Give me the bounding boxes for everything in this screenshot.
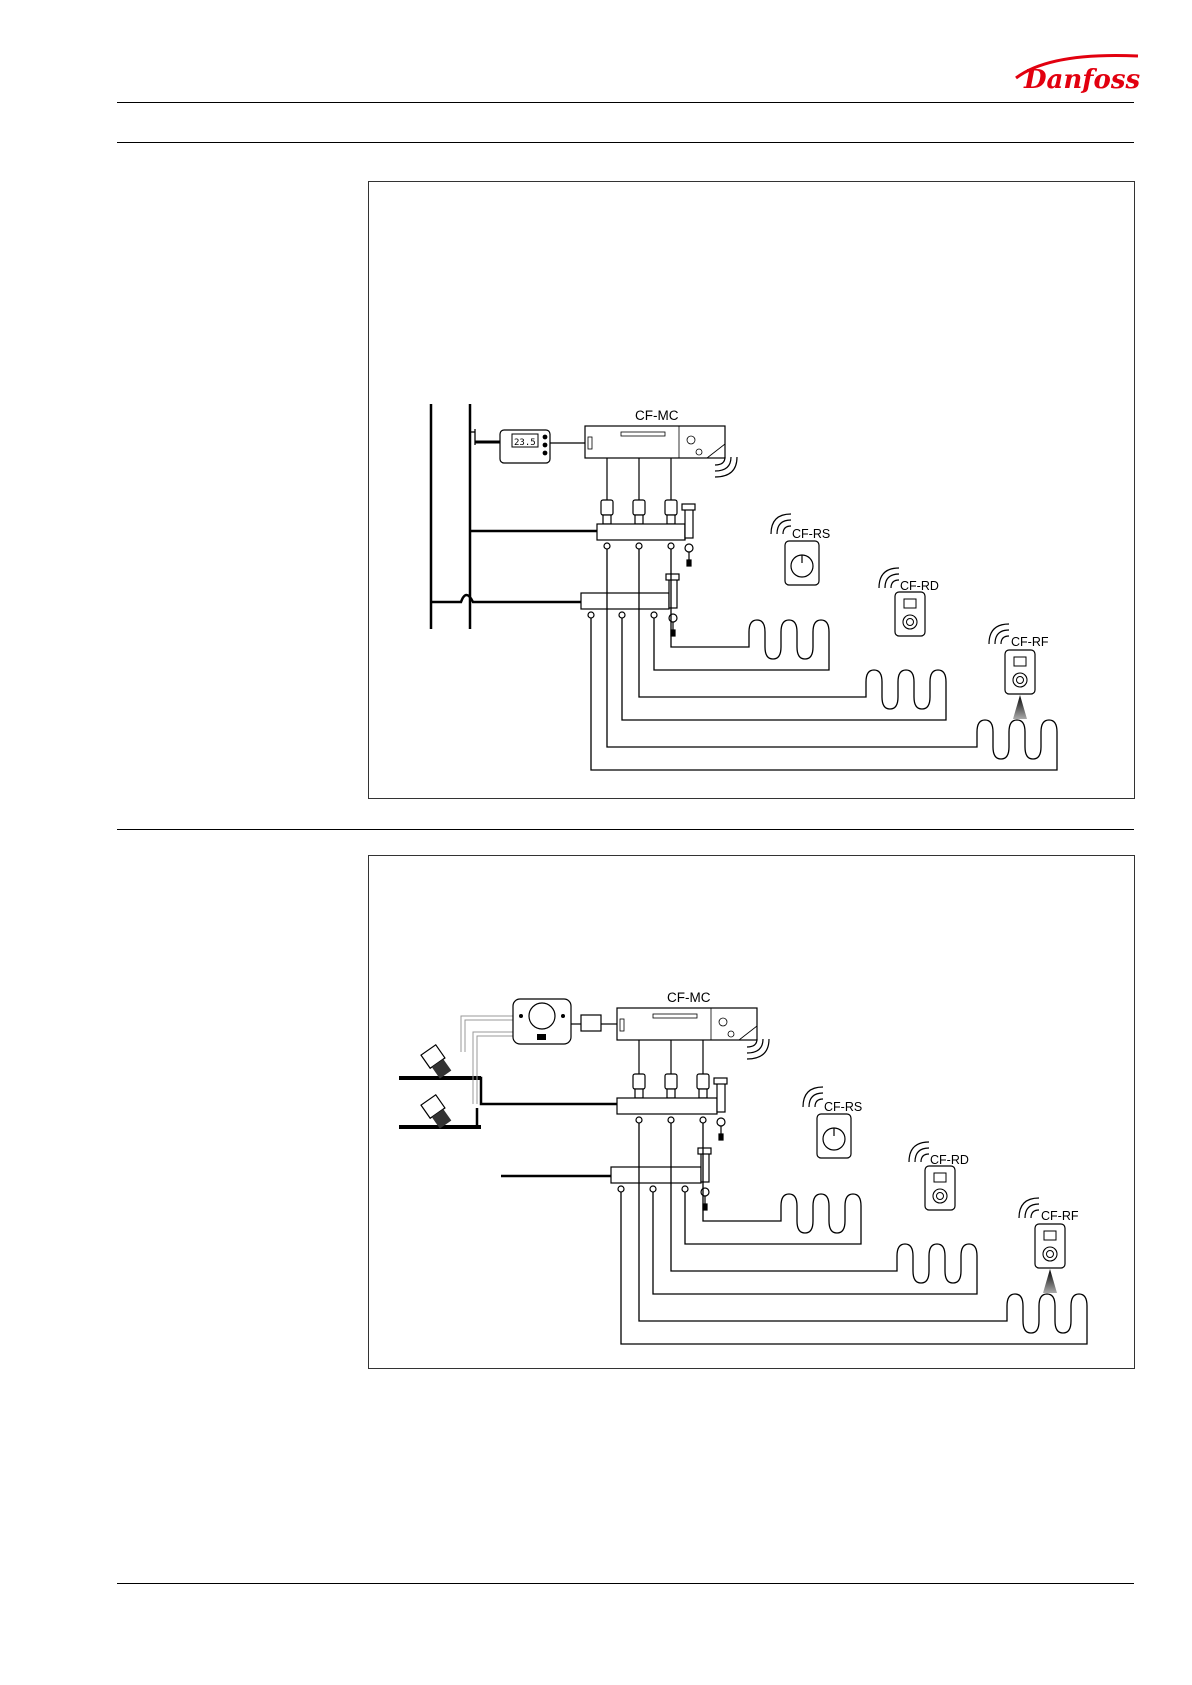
logo-text: Danfoss: [1023, 65, 1140, 95]
cf-rd-wireless-icon-2: [909, 1142, 929, 1162]
header-rule-bottom: [117, 142, 1134, 143]
footer-rule: [117, 1583, 1134, 1584]
cf-mc-label-1: CF-MC: [635, 408, 679, 423]
cf-rd-label-2: CF-RD: [930, 1153, 969, 1167]
cf-rs-thermostat-2: [817, 1114, 851, 1158]
return-manifold-2: [611, 1148, 711, 1210]
cf-rf-thermostat: [1005, 650, 1035, 694]
cf-mc-label-2: CF-MC: [667, 990, 711, 1005]
loop-cf-rf-2: [621, 1123, 1087, 1344]
cf-rs-label-1: CF-RS: [792, 527, 830, 541]
cf-rs-thermostat: [785, 541, 819, 585]
cf-rf-wireless-icon-2: [1019, 1198, 1039, 1218]
cf-rd-thermostat-2: [925, 1166, 955, 1210]
heating-loops: [591, 549, 1057, 770]
actuators: [601, 458, 677, 524]
cf-rs-wireless-icon-2: [803, 1087, 823, 1107]
controller-wireless-icon: [715, 457, 737, 477]
cf-rd-label-1: CF-RD: [900, 579, 939, 593]
figure-1-diagram: 23.5 CF-MC: [368, 181, 1135, 799]
danfoss-logo: Danfoss: [1010, 48, 1145, 98]
primary-pipes: [399, 1078, 617, 1176]
room-thermostat: 23.5: [500, 430, 550, 463]
cf-mc-controller-2: [617, 1008, 757, 1040]
valve-wiring: [461, 1016, 513, 1104]
cf-rs-label-2: CF-RS: [824, 1100, 862, 1114]
cf-rd-wireless-icon: [879, 568, 899, 588]
cf-rf-infrared-beam: [1013, 695, 1027, 719]
actuators-2: [633, 1040, 709, 1098]
cf-rf-wireless-icon: [989, 624, 1009, 644]
header-rule-top: [117, 102, 1134, 103]
cf-rf-label-1: CF-RF: [1011, 635, 1049, 649]
return-pipe: [431, 595, 581, 602]
thermostat-display-text: 23.5: [514, 438, 536, 448]
cf-rf-infrared-beam-2: [1043, 1269, 1057, 1293]
cf-rf-label-2: CF-RF: [1041, 1209, 1079, 1223]
cf-rs-wireless-icon: [771, 514, 791, 534]
relay-box: [581, 1015, 601, 1031]
return-manifold: [581, 574, 679, 636]
figure-1-svg: 23.5 CF-MC: [369, 182, 1134, 798]
controller-wireless-icon-2: [747, 1039, 769, 1059]
cf-rf-thermostat-2: [1035, 1224, 1065, 1268]
loop-cf-rf: [591, 549, 1057, 770]
heating-loops-2: [621, 1123, 1087, 1344]
cf-rd-thermostat: [895, 592, 925, 636]
cf-mc-controller: [585, 426, 725, 458]
section-rule: [117, 829, 1134, 830]
heat-source-controller: [513, 999, 571, 1044]
figure-2-diagram: CF-MC: [368, 855, 1135, 1369]
motorised-valves: [421, 1045, 453, 1130]
figure-2-svg: CF-MC: [369, 856, 1134, 1368]
